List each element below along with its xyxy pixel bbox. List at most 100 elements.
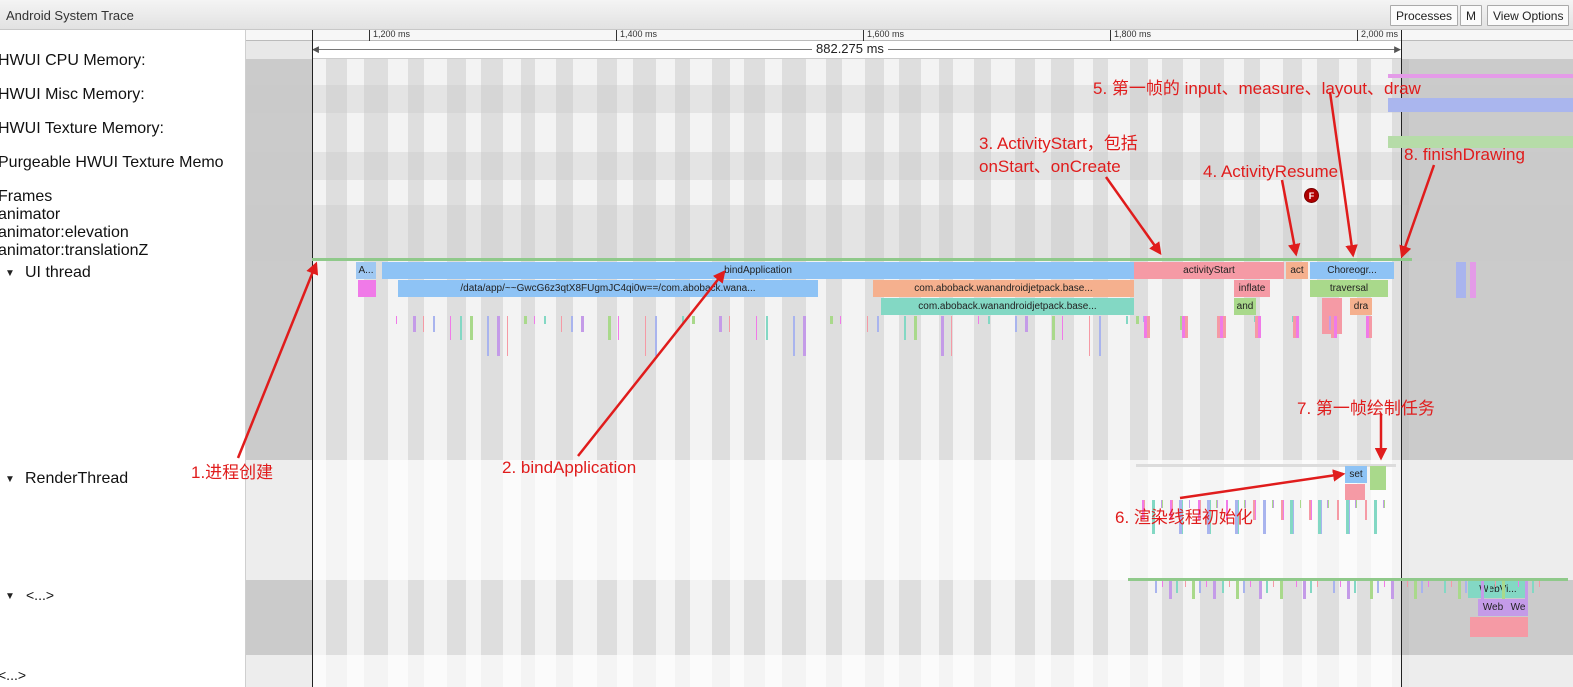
event-sliver — [433, 316, 435, 332]
event-sliver — [1185, 316, 1188, 338]
event-sliver — [1273, 581, 1274, 587]
slice-ui-late-1[interactable] — [1456, 262, 1466, 298]
event-sliver — [1263, 500, 1266, 534]
slice-package-2[interactable]: com.aboback.wanandroidjetpack.base... — [881, 298, 1134, 315]
event-sliver — [1444, 581, 1446, 593]
selection-end-marker[interactable] — [1401, 30, 1402, 687]
view-options-button[interactable]: View Options — [1487, 5, 1570, 26]
event-sliver — [1525, 581, 1528, 599]
event-sliver — [1340, 581, 1341, 587]
tick-1400: 1,400 ms — [620, 30, 658, 39]
event-sliver — [460, 316, 462, 340]
expand-unnamed-thread-icon[interactable]: ▼ — [5, 591, 15, 602]
slice-traversal[interactable]: traversal — [1310, 280, 1388, 297]
slice-a[interactable]: A... — [356, 262, 376, 279]
event-sliver — [1329, 316, 1331, 330]
slice-bind-application[interactable]: bindApplication — [382, 262, 1134, 279]
slice-package-1[interactable]: com.aboback.wanandroidjetpack.base... — [873, 280, 1134, 297]
slice-webview-child[interactable] — [1470, 617, 1528, 637]
event-sliver — [1273, 500, 1274, 508]
expand-render-thread-icon[interactable]: ▼ — [5, 474, 15, 485]
event-sliver — [1337, 500, 1339, 520]
slice-webview-2[interactable]: Web — [1478, 599, 1508, 616]
event-sliver — [507, 316, 508, 356]
event-sliver — [1272, 500, 1273, 508]
m-button[interactable]: M — [1460, 5, 1482, 26]
track-hwui-texture-memory[interactable]: HWUI Texture Memory: — [0, 120, 164, 137]
track-animator-elevation[interactable]: animator:elevation — [0, 224, 129, 241]
event-sliver — [692, 316, 695, 324]
event-sliver — [1161, 500, 1162, 508]
slice-webview-1[interactable]: WebVi... — [1468, 581, 1528, 598]
event-sliver — [1296, 581, 1297, 587]
event-sliver — [1180, 316, 1182, 330]
track-hwui-cpu-memory[interactable]: HWUI CPU Memory: — [0, 52, 146, 69]
event-sliver — [544, 316, 546, 324]
event-sliver — [840, 316, 841, 324]
event-sliver — [1198, 500, 1200, 520]
slice-draw[interactable]: dra — [1350, 298, 1372, 315]
event-sliver — [1374, 500, 1377, 534]
slice-a-child[interactable] — [358, 280, 376, 297]
expand-ui-thread-icon[interactable]: ▼ — [5, 268, 15, 279]
event-sliver — [1207, 500, 1210, 534]
event-sliver — [1428, 581, 1429, 587]
event-sliver — [1220, 316, 1223, 338]
event-sliver — [1383, 500, 1384, 508]
slice-set[interactable]: set — [1345, 466, 1367, 483]
event-sliver — [1309, 500, 1311, 520]
slice-ui-late-2[interactable] — [1470, 262, 1476, 298]
event-sliver — [867, 316, 868, 332]
window-title: Android System Trace — [6, 8, 134, 23]
slice-activity-start[interactable]: activityStart — [1134, 262, 1284, 279]
event-sliver — [1217, 316, 1220, 338]
event-sliver — [1213, 581, 1216, 599]
slice-render-child[interactable] — [1345, 484, 1365, 500]
track-unnamed-thread[interactable]: <...> — [26, 587, 55, 603]
track-hwui-misc-memory[interactable]: HWUI Misc Memory: — [0, 86, 145, 103]
event-sliver — [1254, 316, 1255, 322]
event-sliver — [1347, 581, 1350, 599]
slice-inflate[interactable]: inflate — [1234, 280, 1270, 297]
event-sliver — [1062, 316, 1063, 340]
slice-render-green[interactable] — [1370, 466, 1386, 490]
selection-start-marker[interactable] — [312, 30, 313, 687]
slice-and[interactable]: and — [1234, 298, 1256, 315]
track-render-thread[interactable]: RenderThread — [25, 470, 129, 487]
track-ui-thread[interactable]: UI thread — [25, 264, 91, 281]
track-purgeable-texture-memory[interactable]: Purgeable HWUI Texture Memo — [0, 154, 224, 171]
slice-webview-3[interactable]: We — [1508, 599, 1528, 616]
event-sliver — [1518, 581, 1519, 587]
track-frames[interactable]: Frames — [0, 188, 53, 205]
event-sliver — [793, 316, 795, 356]
track-unnamed-thread-2[interactable]: <...> — [0, 667, 27, 683]
track-animator[interactable]: animator — [0, 206, 61, 223]
event-sliver — [988, 316, 990, 324]
event-sliver — [1366, 316, 1369, 338]
processes-button[interactable]: Processes — [1390, 5, 1459, 26]
event-sliver — [1310, 581, 1312, 593]
selection-range[interactable]: ◀ ▶ 882.275 ms — [312, 41, 1401, 59]
event-sliver — [396, 316, 397, 324]
time-ruler[interactable]: 1,200 ms 1,400 ms 1,600 ms 1,800 ms 2,00… — [246, 30, 1573, 41]
render-thread-state-bar — [1136, 464, 1396, 467]
trace-timeline[interactable]: 1,200 ms 1,400 ms 1,600 ms 1,800 ms 2,00… — [246, 30, 1573, 687]
event-sliver — [1243, 581, 1245, 593]
tick-1600: 1,600 ms — [867, 30, 905, 39]
event-sliver — [1155, 581, 1157, 593]
event-sliver — [978, 316, 979, 324]
event-sliver — [561, 316, 562, 332]
event-sliver — [1226, 500, 1228, 520]
event-sliver — [645, 316, 646, 356]
event-sliver — [1162, 500, 1163, 508]
event-sliver — [1346, 500, 1349, 534]
slice-choreographer[interactable]: Choreogr... — [1310, 262, 1394, 279]
event-sliver — [1152, 500, 1155, 534]
slice-data-app[interactable]: /data/app/~~GwcG6z3qtX8FUgmJC4qi0w==/com… — [398, 280, 818, 297]
event-sliver — [524, 316, 527, 324]
event-sliver — [450, 316, 451, 340]
track-animator-translationz[interactable]: animator:translationZ — [0, 242, 149, 259]
event-sliver — [1099, 316, 1101, 356]
event-sliver — [1317, 581, 1318, 587]
slice-act[interactable]: act — [1286, 262, 1308, 279]
